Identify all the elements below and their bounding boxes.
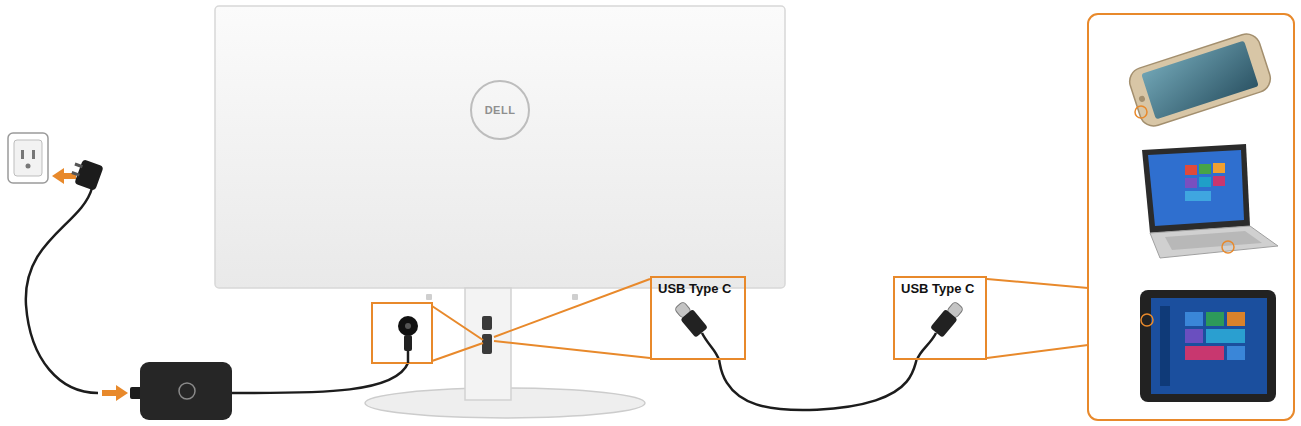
power-plug <box>71 159 103 191</box>
leader-line <box>494 279 650 337</box>
phone <box>1126 30 1274 129</box>
callout-box: USB Type C <box>650 276 746 360</box>
usb-cable <box>917 333 936 360</box>
plug-arrow <box>52 168 76 184</box>
usb-c-plug <box>930 300 965 338</box>
callout-box: USB Type C <box>893 276 987 360</box>
callout-label: USB Type C <box>895 278 985 297</box>
port-marker <box>1135 106 1147 118</box>
usb-c-cable <box>719 360 916 410</box>
port-marker <box>1222 241 1234 253</box>
tablet <box>1140 290 1276 402</box>
usb-cable <box>702 333 719 360</box>
power-adapter <box>130 362 232 420</box>
leader-line <box>987 345 1088 358</box>
leader-line <box>987 279 1088 288</box>
usb-c-plug <box>673 300 708 338</box>
callout-label: USB Type C <box>652 278 744 297</box>
devices-panel <box>1088 14 1294 420</box>
power-callout <box>372 303 483 363</box>
brand-logo: DELL <box>485 104 516 116</box>
monitor <box>215 6 785 288</box>
adapter-arrow <box>102 385 128 401</box>
port-marker <box>1141 314 1153 326</box>
power-cord <box>26 188 98 393</box>
wall-outlet <box>8 133 48 183</box>
dc-cable <box>232 363 408 393</box>
laptop <box>1142 144 1278 258</box>
leader-line <box>494 341 650 358</box>
